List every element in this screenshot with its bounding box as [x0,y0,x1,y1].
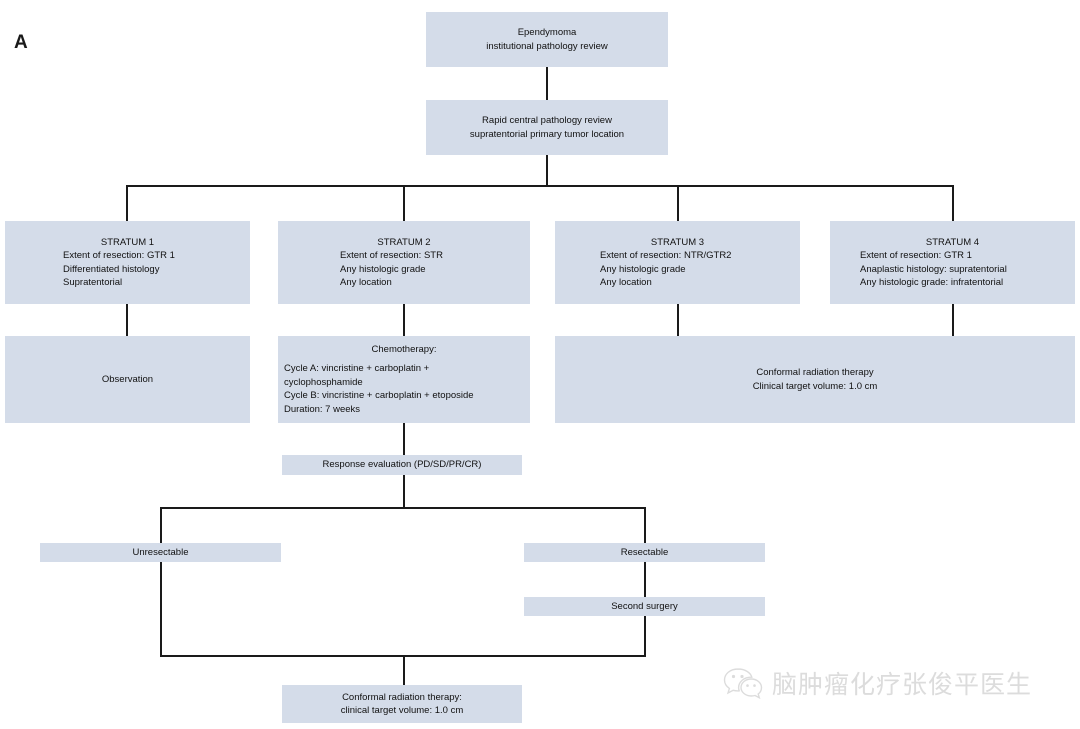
stratum2-detail-1: Extent of resection: STR [340,250,443,262]
stratum2-detail-3: Any location [340,276,392,288]
stratum4-detail-3: Any histologic grade: infratentorial [860,276,1004,288]
stratum3-detail-3: Any location [600,276,652,288]
watermark: 脑肿瘤化疗张俊平医生 [723,665,1032,701]
chemotherapy-cycle-a: Cycle A: vincristine + carboplatin + [284,363,430,375]
stratum1-detail-2: Differentiated histology [63,263,160,275]
connector-response-to-split-bus [403,475,405,509]
ependymoma-line1: Ependymoma [517,27,577,39]
stratum3-title: STRATUM 3 [650,236,705,248]
rapid-review-line2: supratentorial primary tumor location [469,128,625,140]
node-rapid-review: Rapid central pathology review supratent… [426,100,668,155]
radiation-final-line2: clinical target volume: 1.0 cm [340,705,464,716]
connector-second-surgery-down [644,616,646,657]
node-stratum-2: STRATUM 2 Extent of resection: STR Any h… [278,221,530,304]
connector-stratum4-to-radiation [952,304,954,336]
panel-label-a: A [14,32,29,53]
radiation-upper-line2: Clinical target volume: 1.0 cm [752,380,878,392]
stratum2-detail-2: Any histologic grade [340,263,426,275]
node-stratum-1: STRATUM 1 Extent of resection: GTR 1 Dif… [5,221,250,304]
observation-label: Observation [101,373,154,385]
ependymoma-line2: institutional pathology review [486,40,608,52]
connector-chemotherapy-to-response [403,423,405,455]
connector-bus-to-stratum1 [126,185,128,221]
stratum4-detail-1: Extent of resection: GTR 1 [860,250,972,262]
connector-stratum3-to-radiation [677,304,679,336]
node-observation: Observation [5,336,250,423]
stratum3-detail-1: Extent of resection: NTR/GTR2 [600,250,732,262]
stratum4-detail-2: Anaplastic histology: supratentorial [860,263,1007,275]
connector-bus-to-unresectable [160,507,162,543]
node-radiation-final: Conformal radiation therapy: clinical ta… [282,685,522,723]
node-second-surgery: Second surgery [524,597,765,616]
node-unresectable: Unresectable [40,543,281,562]
connector-bus-to-stratum3 [677,185,679,221]
chemotherapy-title: Chemotherapy: [371,343,437,355]
stratum3-detail-2: Any histologic grade [600,263,686,275]
second-surgery-label: Second surgery [611,600,678,612]
connector-unresectable-down [160,562,162,657]
connector-stratum1-to-observation [126,304,128,336]
chemotherapy-cycle-a-continued: cyclophosphamide [284,376,363,388]
unresectable-label: Unresectable [132,546,189,558]
resectable-label: Resectable [620,546,669,558]
node-stratum-3: STRATUM 3 Extent of resection: NTR/GTR2 … [555,221,800,304]
node-chemotherapy: Chemotherapy: Cycle A: vincristine + car… [278,336,530,423]
connector-stratum2-to-chemotherapy [403,304,405,336]
radiation-final-line1: Conformal radiation therapy: [342,691,462,703]
radiation-upper-line1: Conformal radiation therapy [756,367,874,379]
chemotherapy-cycle-b: Cycle B: vincristine + carboplatin + eto… [284,390,474,402]
stratum1-detail-1: Extent of resection: GTR 1 [63,250,175,262]
stratum1-title: STRATUM 1 [100,236,155,248]
rapid-review-line1: Rapid central pathology review [482,115,612,127]
connector-merge-to-radiation-final [403,655,405,685]
stratum2-title: STRATUM 2 [377,236,431,248]
connector-bus-to-resectable [644,507,646,543]
connector-bus-to-stratum4 [952,185,954,221]
watermark-text: 脑肿瘤化疗张俊平医生 [772,670,1033,699]
connector-resectable-to-second-surgery [644,562,646,597]
node-stratum-4: STRATUM 4 Extent of resection: GTR 1 Ana… [830,221,1075,304]
stratum1-detail-3: Supratentorial [63,276,123,288]
node-radiation-upper: Conformal radiation therapy Clinical tar… [555,336,1075,423]
node-ependymoma: Ependymoma institutional pathology revie… [426,12,668,67]
response-evaluation-label: Response evaluation (PD/SD/PR/CR) [322,459,482,471]
connector-ependymoma-to-review [546,67,548,100]
connector-review-to-bus [546,155,548,186]
connector-bus-to-stratum2 [403,185,405,221]
wechat-icon [723,666,763,700]
node-resectable: Resectable [524,543,765,562]
chemotherapy-duration: Duration: 7 weeks [284,403,361,415]
node-response-evaluation: Response evaluation (PD/SD/PR/CR) [282,455,522,475]
resectability-split-bus [160,507,646,509]
stratum4-title: STRATUM 4 [925,236,980,248]
strata-distribution-bus [126,185,954,187]
